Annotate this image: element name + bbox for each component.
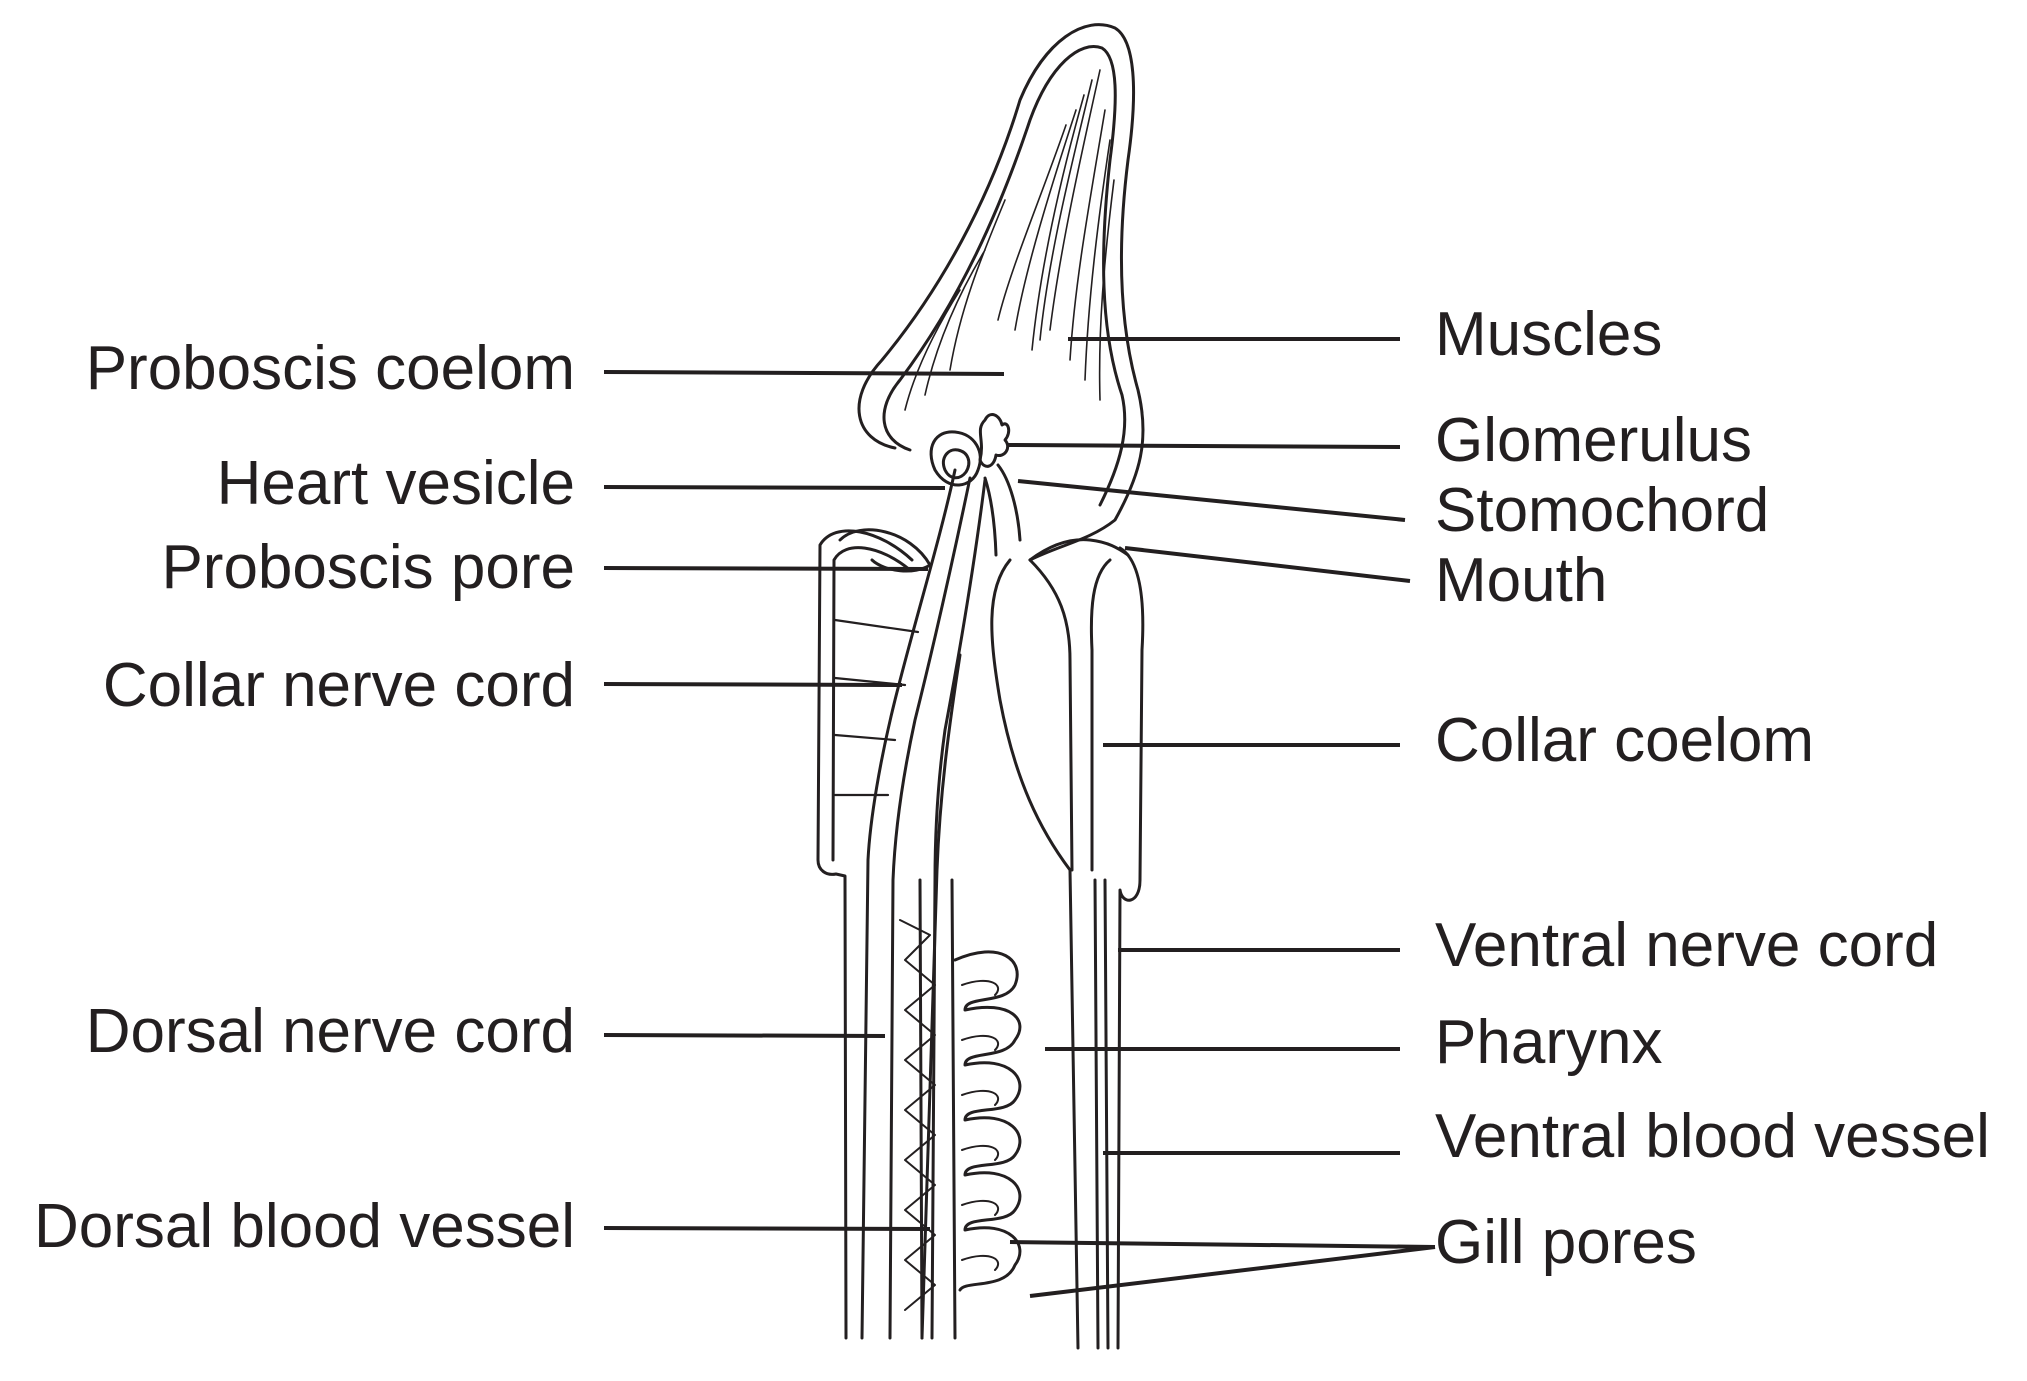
leader-glomerulus bbox=[1007, 443, 1401, 449]
label-proboscis-pore: Proboscis pore bbox=[161, 533, 575, 602]
gill-slit-outline bbox=[918, 878, 957, 1340]
leader-dorsal-blood-vessel bbox=[603, 1226, 931, 1231]
collar-left-outer bbox=[816, 529, 914, 1340]
label-collar-coelom: Collar coelom bbox=[1435, 706, 1815, 775]
leader-dorsal-nerve-cord bbox=[603, 1033, 886, 1038]
collar-nerve-cord bbox=[860, 468, 957, 1340]
label-proboscis-coelom: Proboscis coelom bbox=[85, 334, 575, 403]
leader-gill-pores-2 bbox=[1029, 1245, 1436, 1298]
heart-vesicle-shape bbox=[929, 430, 982, 487]
muscle-fibers bbox=[997, 69, 1115, 401]
collar-coelom-wall-2 bbox=[1028, 558, 1074, 872]
proboscis-outline bbox=[857, 23, 1145, 562]
gill-tongue-bars bbox=[961, 979, 999, 1271]
proboscis-pore-curve bbox=[838, 528, 932, 573]
label-dorsal-nerve-cord: Dorsal nerve cord bbox=[85, 997, 575, 1066]
collar-right-inner bbox=[1089, 558, 1112, 872]
label-dorsal-blood-vessel: Dorsal blood vessel bbox=[33, 1192, 575, 1261]
collar-left-inner bbox=[831, 546, 912, 862]
label-gill-pores: Gill pores bbox=[1435, 1208, 1697, 1277]
label-pharynx: Pharynx bbox=[1435, 1008, 1663, 1077]
leader-heart-vesicle bbox=[603, 485, 946, 490]
stomochord-shape bbox=[983, 463, 1022, 557]
collar-right-outer bbox=[1116, 546, 1145, 1350]
label-mouth: Mouth bbox=[1435, 546, 1608, 615]
label-ventral-nerve-cord: Ventral nerve cord bbox=[1435, 911, 1939, 980]
label-ventral-blood-vessel: Ventral blood vessel bbox=[1435, 1102, 1990, 1171]
label-heart-vesicle: Heart vesicle bbox=[216, 449, 575, 518]
proboscis-left-fibers bbox=[904, 199, 1006, 411]
collar-coelom-wall bbox=[990, 558, 1080, 1350]
gill-left-zigzag bbox=[899, 919, 936, 1311]
leader-proboscis-pore bbox=[603, 566, 929, 571]
collar-septa bbox=[833, 618, 920, 797]
leader-gill-pores-1 bbox=[1009, 1240, 1436, 1249]
label-stomochord: Stomochord bbox=[1435, 476, 1770, 545]
ventral-lines bbox=[1093, 878, 1110, 1350]
leader-stomochord bbox=[1017, 479, 1406, 522]
dorsal-wall-line bbox=[920, 653, 962, 1340]
leader-mouth bbox=[1124, 546, 1411, 583]
leader-collar-nerve-cord bbox=[603, 682, 903, 687]
collar-nerve-cord-2 bbox=[888, 476, 972, 1340]
label-glomerulus: Glomerulus bbox=[1435, 406, 1752, 475]
leader-proboscis-coelom bbox=[603, 370, 1005, 376]
dorsal-vessel-line bbox=[930, 478, 987, 1340]
proboscis-inner-wall bbox=[882, 45, 1127, 507]
mouth-lip bbox=[1028, 538, 1130, 562]
glomerulus-shape bbox=[978, 413, 1011, 468]
heart-vesicle-inner bbox=[942, 448, 971, 480]
label-collar-nerve-cord: Collar nerve cord bbox=[102, 651, 575, 720]
label-muscles: Muscles bbox=[1435, 300, 1663, 369]
gill-pouches bbox=[953, 950, 1022, 1292]
